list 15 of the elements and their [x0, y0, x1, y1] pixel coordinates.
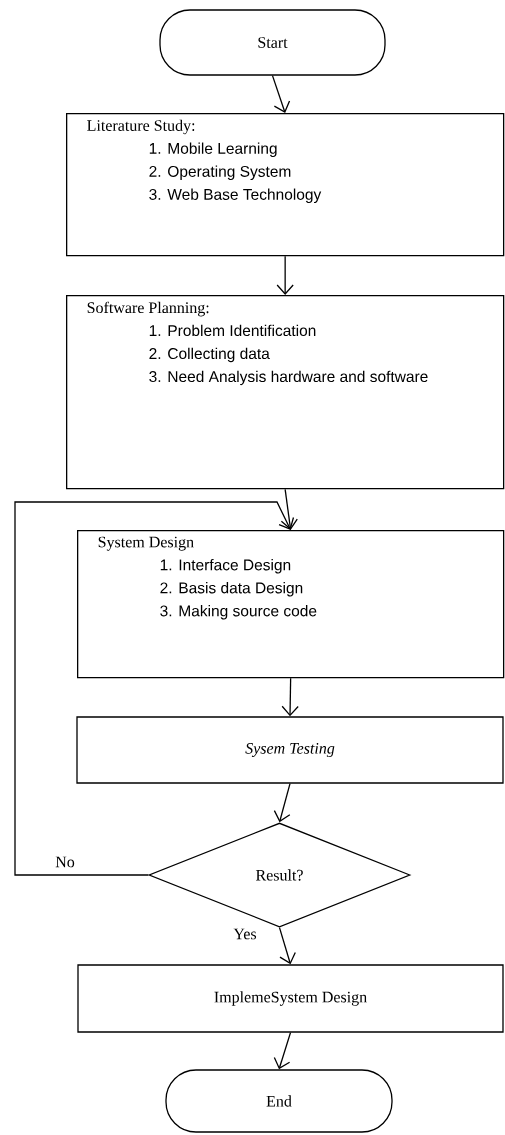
arrow [14, 501, 295, 876]
process-box: Literature Study: 1. Mobile Learning 2. Operating System 3. Web Base Technology [66, 113, 505, 257]
arrow [280, 488, 298, 530]
process-box: Software Planning: 1. Problem Identification 2. Collecting data 3. Need Analysis hardware and software [66, 295, 505, 490]
edge-label: Yes [232, 927, 258, 941]
edge-label: No [54, 855, 76, 869]
process-box: System Design 1. Interface Design 2. Basis data Design 3. Making source code [77, 530, 505, 679]
arrow [273, 1032, 292, 1070]
arrow [271, 75, 291, 113]
arrow [276, 255, 294, 295]
arrow [278, 927, 296, 965]
process-box: ImplemeSystem Design [77, 964, 504, 1033]
arrow [281, 677, 299, 717]
process-box: Sysem Testing [76, 716, 504, 784]
arrow [273, 783, 291, 823]
